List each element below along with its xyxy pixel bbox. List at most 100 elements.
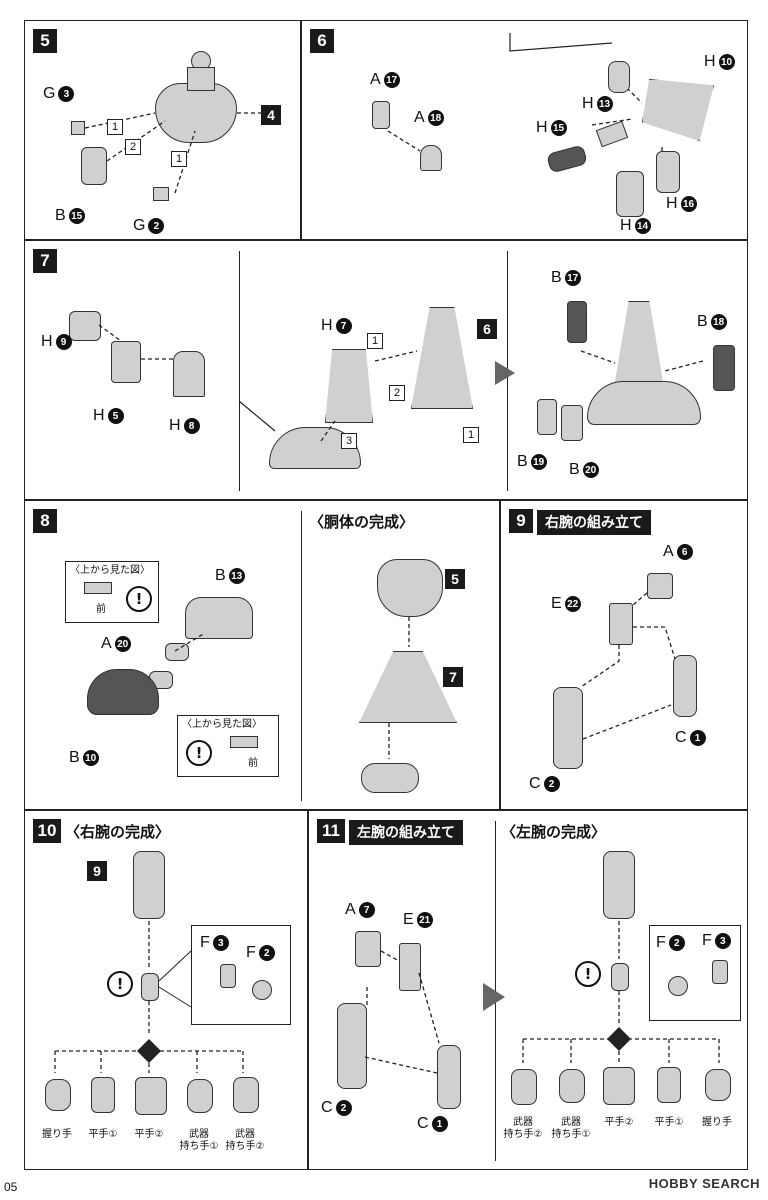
torso-guide-lines (174, 617, 410, 759)
step-number: 11 (317, 819, 345, 843)
step-number: 8 (33, 509, 57, 533)
wrist-joint (611, 963, 629, 991)
hand-weapon-1 (187, 1079, 213, 1113)
ref-4-label: 4 (261, 105, 281, 125)
step7-guide-lines (98, 324, 704, 442)
a20-joint-part (165, 643, 189, 661)
note-part (230, 736, 258, 748)
left-arm-assembly-title: 左腕の組み立て (349, 820, 463, 845)
hand-weapon-1 (559, 1069, 585, 1103)
step10-guide-lines (54, 921, 244, 1073)
right-arm-assembly (133, 851, 165, 919)
hand-label: 平手② (134, 1129, 164, 1140)
front-label: 前 (96, 604, 106, 615)
step-number: 7 (33, 249, 57, 273)
left-arm-guide-lines (522, 921, 720, 1063)
step-number: 6 (310, 29, 334, 53)
g3-part (71, 121, 85, 135)
seq-2: 2 (125, 139, 141, 155)
warning-icon: ! (186, 740, 212, 766)
right-arm-completion-title: 〈右腕の完成〉 (65, 823, 171, 841)
ref-5-label: 5 (445, 569, 465, 589)
torso-completion-title: 〈胴体の完成〉 (309, 513, 415, 531)
b13-part (185, 597, 253, 639)
b15-part (81, 147, 107, 185)
wrist-joint (141, 973, 159, 1001)
c2-part (337, 1003, 367, 1089)
f3-part (220, 964, 236, 988)
hand-label: 平手① (88, 1129, 118, 1140)
c1-part (673, 655, 697, 717)
f3-part (712, 960, 728, 984)
hand-weapon-2 (233, 1077, 259, 1113)
a17-part (372, 101, 390, 129)
note-part (84, 582, 112, 594)
c1-part (437, 1045, 461, 1109)
divider (301, 511, 302, 801)
upper-torso-part (155, 83, 237, 143)
hand-flat-2 (603, 1067, 635, 1105)
seq-3: 3 (341, 433, 357, 449)
g2-part (153, 187, 169, 201)
b17-part (567, 301, 587, 343)
hand-label: 握り手 (42, 1129, 72, 1140)
ref-6-label: 6 (477, 319, 497, 339)
seq-1: 1 (367, 333, 383, 349)
a6-part (647, 573, 673, 599)
step-number: 10 (33, 819, 61, 843)
a18-part (420, 145, 442, 171)
assembled-skirt-part (587, 381, 701, 425)
h5-part (111, 341, 141, 383)
top-view-title: 〈上から見た図〉 (70, 565, 150, 576)
hand-label: 武器 持ち手① (179, 1129, 219, 1152)
a7-part (355, 931, 381, 967)
stand-base (361, 763, 419, 793)
hand-weapon-2 (511, 1069, 537, 1105)
front-label: 前 (248, 758, 258, 769)
a17-ball-joint-part (608, 61, 630, 93)
watermark: HOBBY SEARCH (648, 1176, 760, 1191)
hand-flat-2 (135, 1077, 167, 1115)
hand-label: 平手① (654, 1117, 684, 1128)
ref-7-label: 7 (443, 667, 463, 687)
f2-part (252, 980, 272, 1000)
f2-part (668, 976, 688, 996)
right-arm-assembly-title: 右腕の組み立て (537, 510, 651, 535)
b10-part (87, 669, 159, 715)
b19-part (537, 399, 557, 435)
hand-grip (705, 1069, 731, 1101)
top-view-title: 〈上から見た図〉 (182, 719, 262, 730)
b18-part (713, 345, 735, 391)
hand-label: 武器 持ち手② (225, 1129, 265, 1152)
seq-1-top: 1 (107, 119, 123, 135)
step-number: 5 (33, 29, 57, 53)
